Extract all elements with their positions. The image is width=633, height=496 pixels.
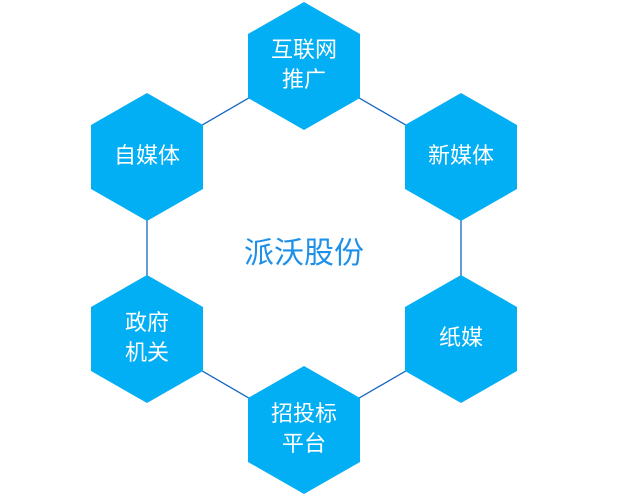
node-label-new-media: 新媒体 [427, 144, 494, 169]
hexagon-new-media [405, 93, 517, 221]
node-label-government: 政府 机关 [124, 311, 169, 366]
node-label-bidding-platform: 招投标 平台 [270, 402, 337, 457]
hexagon-government [91, 275, 203, 403]
hexagon-internet-promotion [248, 2, 360, 130]
center-title: 派沃股份 [244, 236, 364, 271]
node-label-internet-promotion: 互联网 推广 [270, 38, 337, 93]
hexagon-self-media [91, 93, 203, 221]
hexagon-print-media [405, 275, 517, 403]
node-label-print-media: 纸媒 [438, 326, 483, 351]
node-label-self-media: 自媒体 [113, 144, 180, 169]
hexagon-bidding-platform [248, 366, 360, 494]
